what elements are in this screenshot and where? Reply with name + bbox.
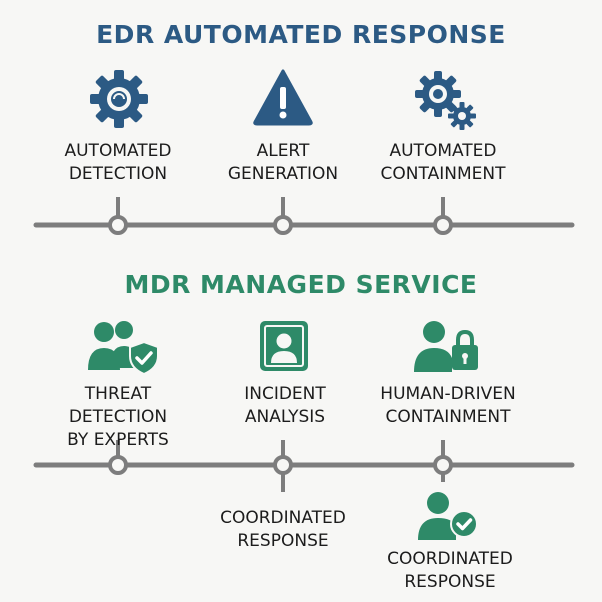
user-lock-icon xyxy=(414,321,478,372)
mdr-title: MDR MANAGED SERVICE xyxy=(124,270,478,299)
edr-node-3 xyxy=(433,215,453,235)
edr-node-2 xyxy=(273,215,293,235)
mdr-node-1 xyxy=(108,455,128,475)
mdr-timeline xyxy=(33,440,575,492)
users-shield-icon xyxy=(88,321,159,374)
edr-timeline xyxy=(33,197,575,235)
mdr-node-2 xyxy=(273,455,293,475)
gear-icon xyxy=(90,70,148,128)
edr-title: EDR AUTOMATED RESPONSE xyxy=(96,20,506,49)
gears-icon xyxy=(415,71,476,130)
user-check-icon xyxy=(418,492,478,540)
mdr-node-3 xyxy=(433,455,453,475)
warning-icon xyxy=(253,69,313,126)
user-card-icon xyxy=(260,321,308,371)
edr-node-1 xyxy=(108,215,128,235)
